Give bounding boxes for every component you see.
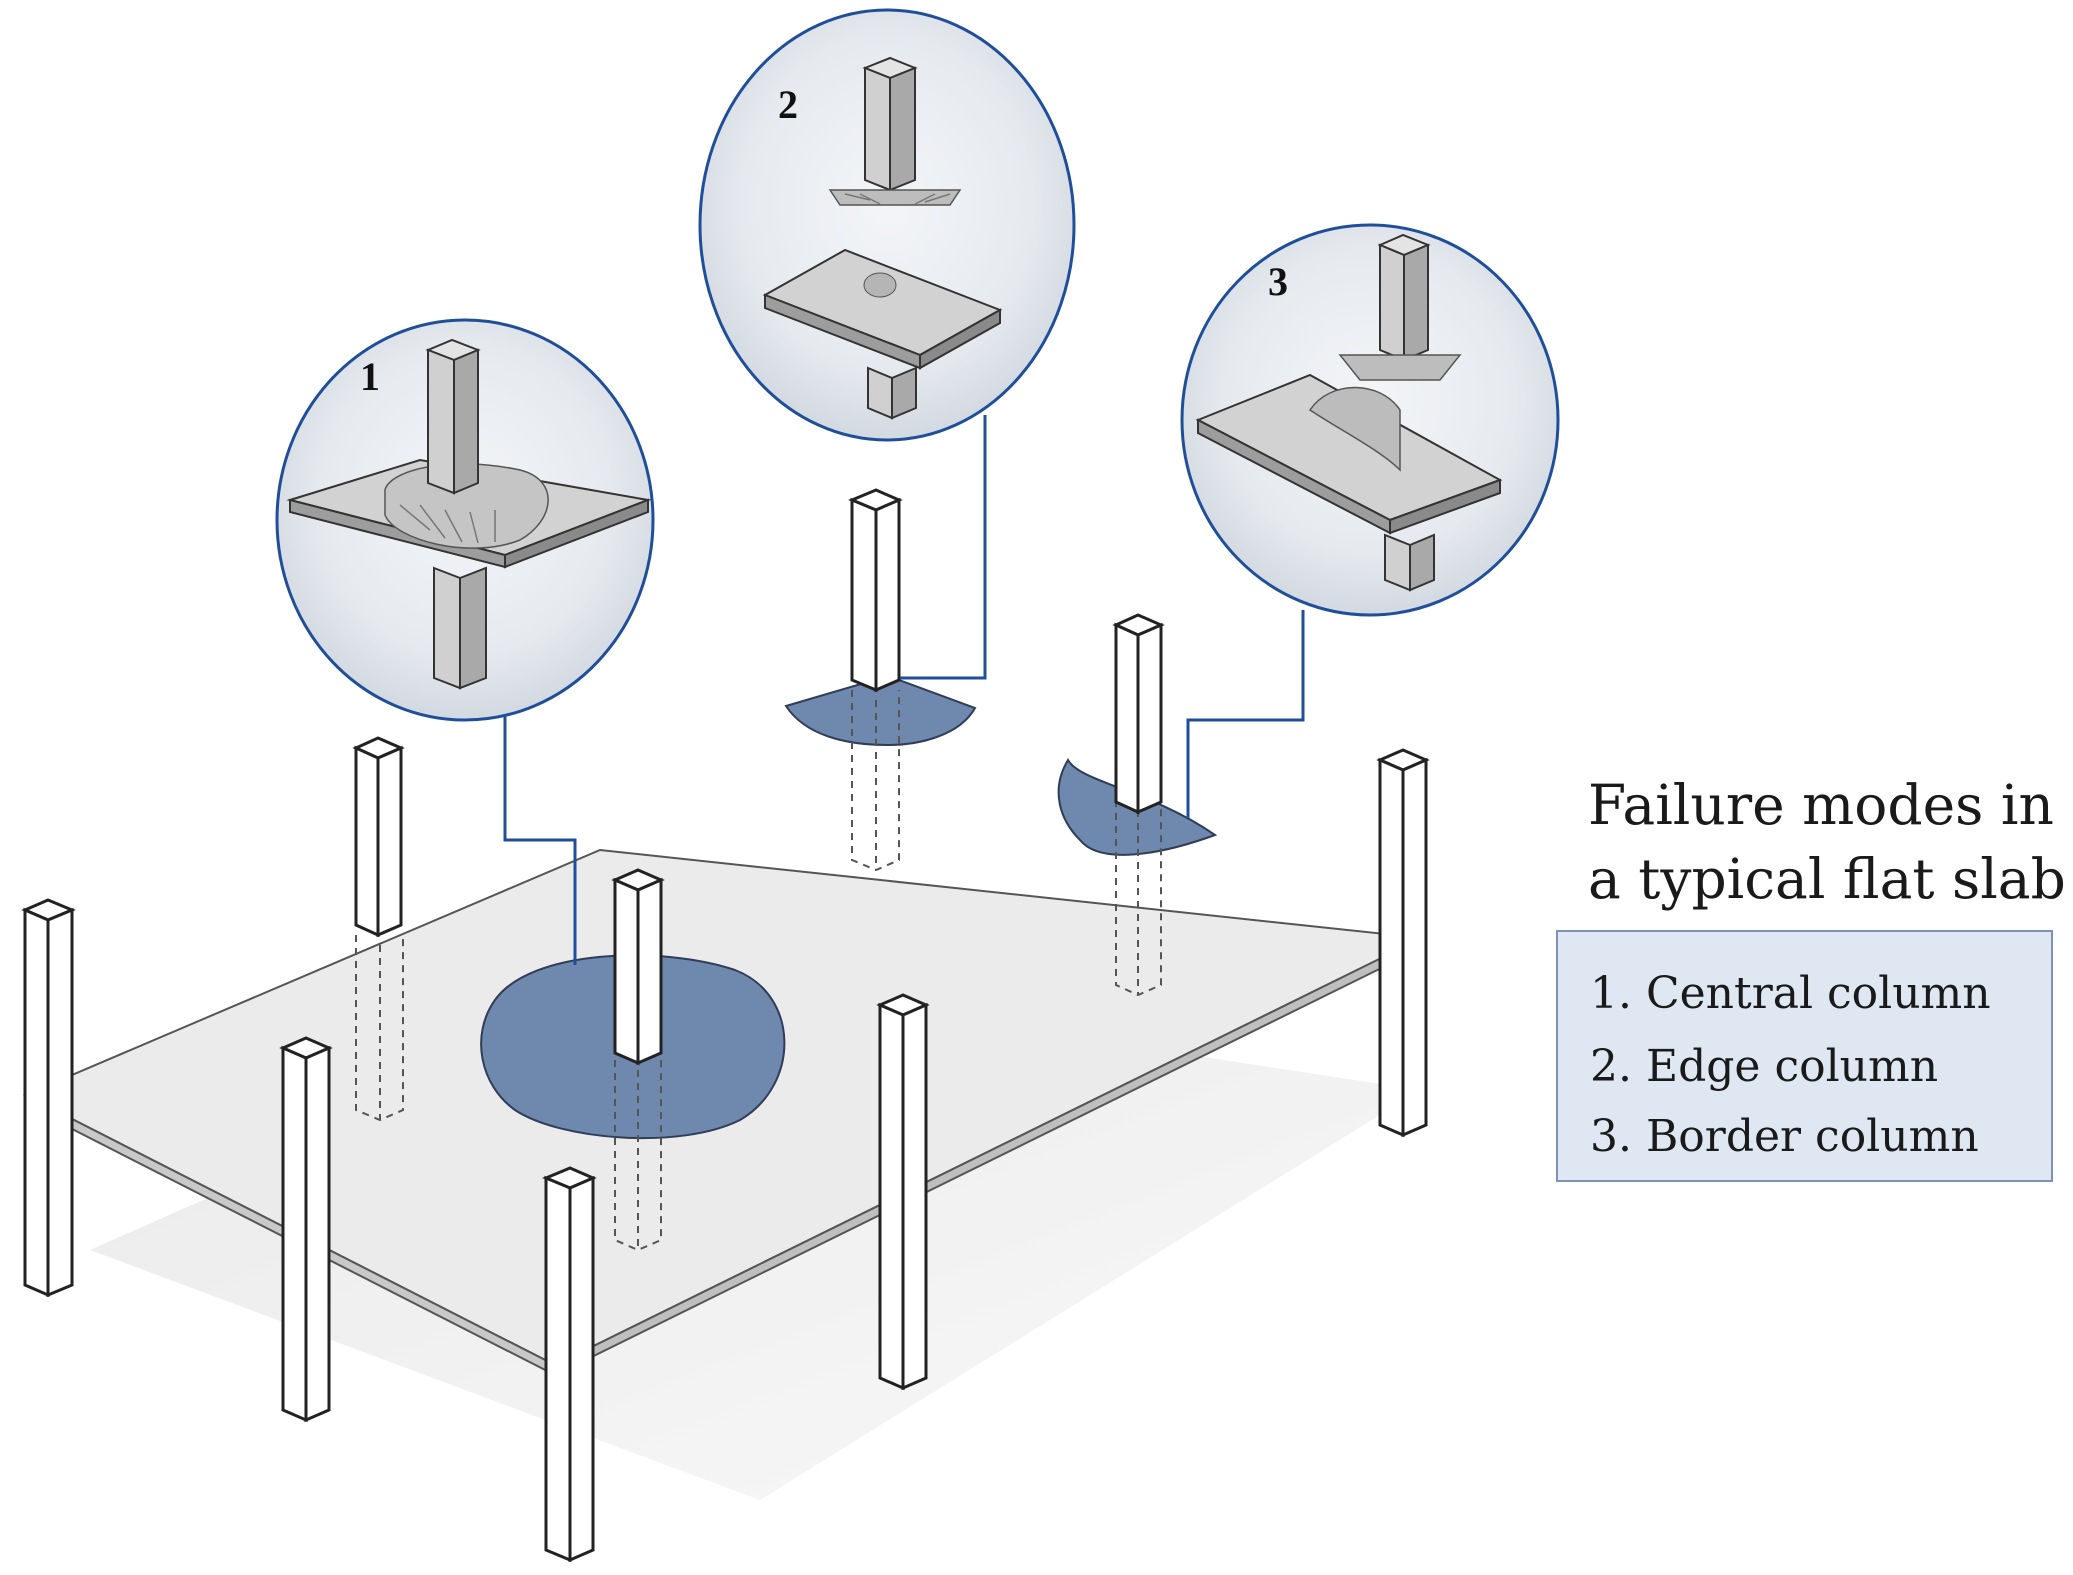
- legend-item-central-column: 1. Central column: [1590, 968, 1991, 1019]
- hidden-column-dashes: [355, 690, 1162, 1252]
- columns: [21, 488, 1430, 1563]
- legend-item-border-column: 3. Border column: [1590, 1111, 1979, 1162]
- callout-number-3: 3: [1268, 259, 1288, 304]
- legend-box: 1. Central column 2. Edge column 3. Bord…: [1556, 930, 2053, 1182]
- callout-bubble-border: 3: [1180, 223, 1560, 617]
- diagram-title-line-2: a typical flat slab: [1588, 847, 2066, 911]
- failure-zone-edge: [784, 674, 977, 747]
- callout-bubble-central: 1: [275, 318, 655, 722]
- callout-number-1: 1: [360, 354, 380, 399]
- leader-lines: [503, 415, 1305, 965]
- diagram-title-line-1: Failure modes in: [1588, 773, 2054, 837]
- callout-bubble-edge: 2: [698, 8, 1076, 442]
- legend-item-edge-column: 2. Edge column: [1590, 1041, 1939, 1092]
- callout-number-2: 2: [778, 82, 798, 127]
